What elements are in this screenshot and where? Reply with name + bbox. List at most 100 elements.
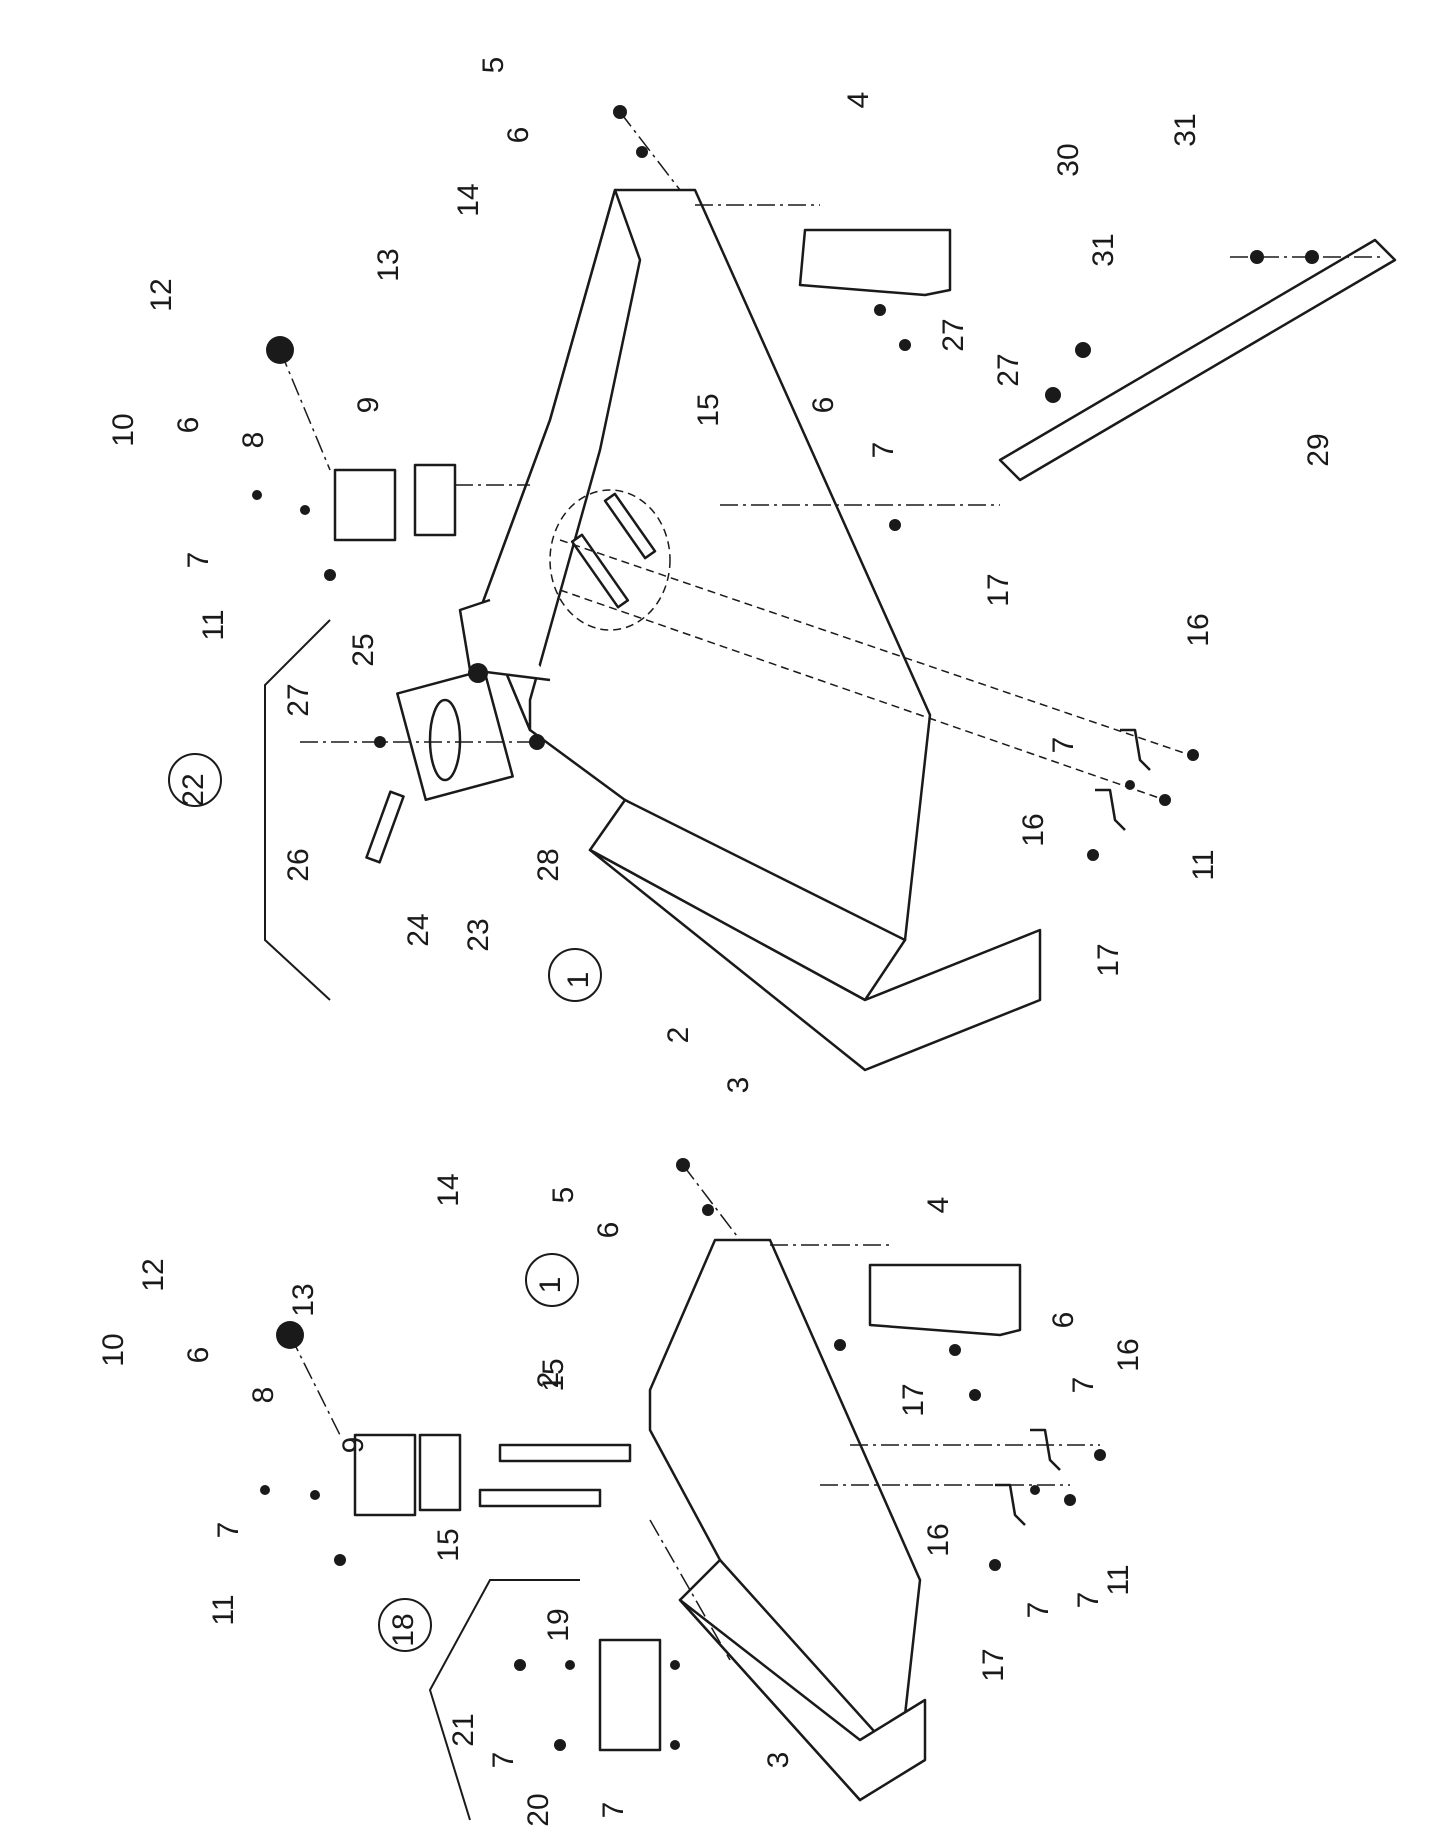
left-callout-21: 11 (1102, 1564, 1135, 1595)
left-callout-28: 7 (487, 1752, 520, 1769)
centerline-l4 (649, 1519, 731, 1661)
right-callout-7: 6 (172, 417, 205, 434)
handle-bar (458, 598, 551, 682)
nut-11-left-b (1094, 1449, 1106, 1461)
left-callout-3: 10 (97, 1333, 130, 1366)
left-callout-23: 17 (977, 1648, 1010, 1681)
right-callout-32: 16 (1182, 613, 1215, 646)
bracket-16-right-a (1120, 728, 1151, 771)
stud-bolt-upper (603, 492, 657, 560)
nut-11-right (324, 569, 336, 581)
screw-17-left (834, 1339, 846, 1351)
right-callout-13: 6 (807, 397, 840, 414)
right-callout-12: 15 (692, 393, 725, 426)
left-callout-15: 2 (532, 1372, 565, 1389)
centerline-r3 (279, 349, 331, 471)
right-callout-30: 2 (662, 1027, 695, 1044)
washer-7-left-e (565, 1660, 575, 1670)
left-callout-11: 5 (547, 1187, 580, 1204)
right-callout-31: 3 (722, 1077, 755, 1094)
left-callout-27: 21 (447, 1713, 480, 1746)
right-callout-19: 27 (992, 353, 1025, 386)
left-callout-1: 13 (287, 1283, 320, 1316)
stud-15-left-b (478, 1488, 602, 1508)
left-assembly (260, 1158, 1106, 1802)
callout-circle-1-left (525, 1253, 579, 1307)
left-callout-5: 8 (247, 1387, 280, 1404)
right-callout-18: 27 (937, 318, 970, 351)
hidden-line-r1 (559, 539, 1191, 756)
centerline-l2 (682, 1164, 741, 1241)
left-callout-20: 16 (922, 1523, 955, 1556)
bolt-20-left (554, 1739, 566, 1751)
strut-29 (998, 238, 1397, 482)
left-callout-29: 20 (522, 1793, 555, 1826)
right-callout-33: 7 (1047, 737, 1080, 754)
callout-circle-1-right (548, 948, 602, 1002)
screw-17-right-b (1087, 849, 1099, 861)
bolt-21-left (514, 1659, 526, 1671)
block-8-left (353, 1433, 417, 1517)
centerline-r1 (619, 111, 681, 191)
bracket-16-right-b (1095, 788, 1126, 831)
right-callout-20: 29 (1302, 433, 1335, 466)
callout-circle-22 (168, 753, 222, 807)
right-callout-1: 6 (502, 127, 535, 144)
plate-9-left (418, 1433, 462, 1512)
left-callout-30: 7 (597, 1802, 630, 1819)
right-callout-24: 26 (282, 848, 315, 881)
left-callout-12: 6 (592, 1222, 625, 1239)
left-callout-8: 11 (207, 1594, 240, 1625)
washer-6-right-c (874, 304, 886, 316)
bolt-24-right (365, 790, 405, 864)
right-callout-10: 7 (182, 552, 215, 569)
washer-7-left-g (670, 1740, 680, 1750)
right-callout-4: 13 (372, 248, 405, 281)
washer-27-right-b (1305, 250, 1319, 264)
left-callout-22: 7 (1072, 1592, 1105, 1609)
callout-circle-18 (378, 1598, 432, 1652)
housing-cutaway (549, 489, 671, 631)
right-callout-29: 1 (562, 972, 595, 989)
right-callout-2: 4 (842, 92, 875, 109)
right-callout-0: 5 (477, 57, 510, 74)
washer-6-left (260, 1485, 270, 1495)
washer-7-right-b (300, 505, 310, 515)
left-callout-10: 15 (432, 1528, 465, 1561)
washer-6-right-b (252, 490, 262, 500)
left-callout-0: 12 (137, 1258, 170, 1291)
block-8-right (333, 468, 397, 542)
nut-25 (468, 663, 488, 683)
washer-31-right (1075, 342, 1091, 358)
housing-left-front (678, 1598, 927, 1802)
left-callout-17: 7 (1067, 1377, 1100, 1394)
nut-11-left (334, 1554, 346, 1566)
washer-7-left-d (1030, 1485, 1040, 1495)
housing-front-face (588, 848, 1042, 1072)
left-callout-19: 16 (1112, 1338, 1145, 1371)
washer-27-right (1045, 387, 1061, 403)
washer-31-right-b (1250, 250, 1264, 264)
bracket-22 (264, 619, 331, 1001)
hinge-pin-23 (428, 698, 462, 782)
bracket-18 (428, 1579, 580, 1821)
right-callout-8: 8 (237, 432, 270, 449)
nut-11-right-b (1187, 749, 1199, 761)
right-callout-22: 25 (347, 633, 380, 666)
plate-4-right (798, 228, 952, 297)
housing-side (478, 188, 642, 732)
washer-6-left-b (702, 1204, 714, 1216)
left-callout-18: 17 (897, 1383, 930, 1416)
right-callout-9: 9 (352, 397, 385, 414)
bracket-16-left-a (1030, 1428, 1061, 1471)
washer-7-left-f (670, 1660, 680, 1670)
stud-bolt-lower (570, 533, 630, 609)
right-callout-5: 14 (452, 183, 485, 216)
right-callout-25: 24 (402, 913, 435, 946)
left-callout-14: 1 (534, 1277, 567, 1294)
left-callout-2: 14 (432, 1173, 465, 1206)
right-callout-21: 17 (982, 573, 1015, 606)
left-callout-26: 7 (1022, 1602, 1055, 1619)
right-callout-23: 27 (282, 683, 315, 716)
